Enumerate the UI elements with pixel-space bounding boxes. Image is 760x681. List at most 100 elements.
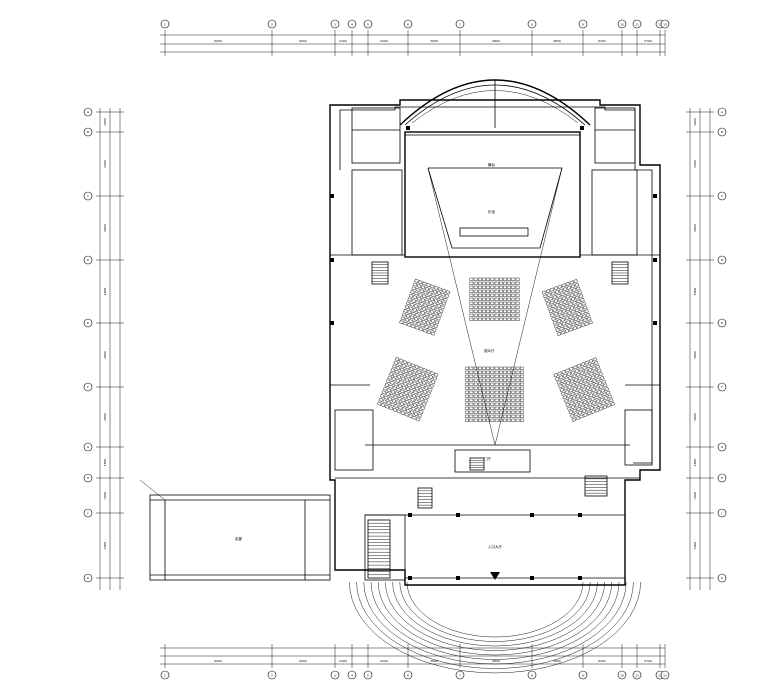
seat <box>486 370 491 374</box>
seat <box>469 414 474 418</box>
seat <box>585 373 590 378</box>
seat <box>563 386 568 391</box>
seat <box>478 313 482 317</box>
seat <box>465 410 470 414</box>
right-dimension-text: 4800 <box>693 413 697 421</box>
seat <box>597 402 602 408</box>
seat <box>494 297 499 301</box>
seat <box>594 373 600 378</box>
seat <box>432 302 437 307</box>
seat <box>428 313 433 318</box>
grid-axis-label: 13 <box>663 22 667 26</box>
seat <box>494 406 499 410</box>
seat <box>503 301 507 305</box>
grid-axis-bubble <box>660 19 670 29</box>
seat <box>579 414 584 419</box>
grid-axis-bubble <box>83 382 93 392</box>
seat <box>482 414 486 418</box>
seat <box>482 374 486 378</box>
seat <box>416 404 422 409</box>
seat <box>573 412 579 417</box>
seat <box>439 309 444 314</box>
seat <box>416 322 421 327</box>
seat <box>511 418 516 422</box>
seat <box>404 399 410 404</box>
seat <box>603 383 608 388</box>
seat <box>571 322 576 327</box>
seat <box>605 399 610 404</box>
seat <box>562 373 568 378</box>
seat <box>490 301 495 305</box>
seat <box>386 388 392 393</box>
seat <box>564 399 569 404</box>
seat <box>588 402 593 407</box>
seat <box>503 297 507 301</box>
grid-axis-label: 12 <box>658 22 662 26</box>
seat <box>553 298 559 304</box>
seat <box>581 301 586 306</box>
seat <box>478 309 482 313</box>
seat <box>388 406 394 411</box>
seat <box>507 293 512 297</box>
seat <box>490 410 495 414</box>
seat <box>469 406 474 410</box>
seat <box>507 366 511 370</box>
seat <box>567 384 572 389</box>
bottom-dimension-text: 9000 <box>299 659 307 663</box>
seat <box>403 403 408 408</box>
seat <box>420 371 426 376</box>
seat <box>421 380 427 385</box>
seat <box>378 397 384 402</box>
seat <box>507 378 511 382</box>
seat <box>422 328 428 333</box>
seat <box>428 387 433 392</box>
seat <box>511 289 516 293</box>
top-dimension-text: 4200 <box>380 39 388 43</box>
seat <box>569 318 575 323</box>
seat <box>578 294 584 299</box>
seat <box>482 418 486 422</box>
structural-column <box>653 321 657 325</box>
top-dimension-text: 6200 <box>598 39 606 43</box>
seat <box>507 297 512 301</box>
seat <box>490 309 495 313</box>
seat <box>490 382 495 386</box>
seat <box>595 386 600 391</box>
grid-axis-label: 3 <box>334 22 336 26</box>
bottom-dimension-text: 9000 <box>214 659 222 663</box>
seat <box>465 386 470 390</box>
seat <box>390 389 396 394</box>
seat <box>388 384 393 389</box>
seat <box>419 375 424 380</box>
seat <box>425 382 431 387</box>
seat <box>511 390 516 394</box>
seat <box>569 293 574 298</box>
seat <box>377 401 382 406</box>
seat <box>520 414 524 418</box>
seat-block-lower-center <box>465 366 524 422</box>
right-dimension-text: 4800 <box>693 351 697 359</box>
seat <box>490 293 495 297</box>
seat <box>401 398 406 403</box>
seat <box>579 380 584 385</box>
seat <box>392 364 397 369</box>
seat <box>579 392 585 397</box>
seat <box>469 281 474 285</box>
seat <box>473 370 478 374</box>
seat <box>398 405 403 410</box>
seat <box>411 406 416 411</box>
seat <box>572 300 577 305</box>
grid-axis-label: D <box>721 258 724 262</box>
seat <box>585 394 590 400</box>
seat <box>431 306 436 311</box>
seat <box>482 293 486 297</box>
seat <box>569 401 574 406</box>
seat <box>604 387 609 392</box>
seat <box>503 394 507 398</box>
seat <box>432 327 437 332</box>
seat <box>515 289 520 293</box>
seat <box>432 376 437 381</box>
seat <box>482 277 486 281</box>
seat <box>486 394 491 398</box>
